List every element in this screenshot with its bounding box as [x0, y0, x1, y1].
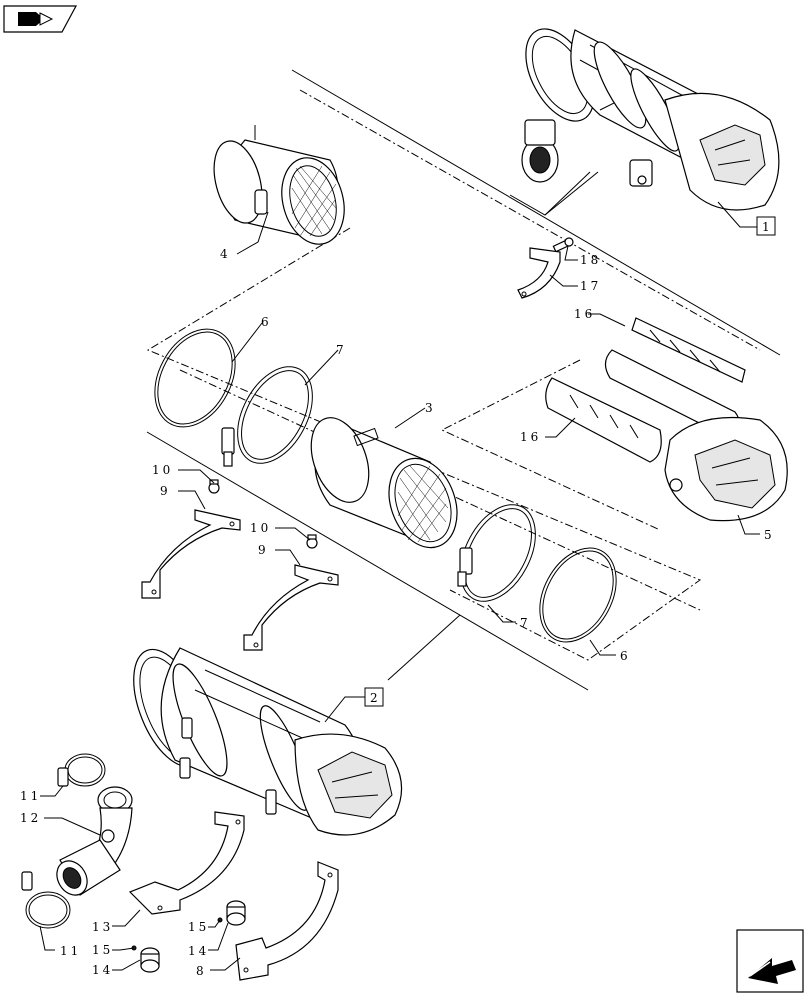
assembly-1: [521, 28, 780, 211]
callout-6-right: 6: [620, 649, 631, 663]
part-6-ring-left: [154, 328, 236, 428]
part-17-bracket: [517, 247, 561, 299]
part-13-strap: [128, 811, 245, 915]
part-10-bolt-upper: [208, 479, 220, 494]
part-6-ring-right: [539, 547, 617, 643]
part-9-bracket-upper: [141, 509, 241, 599]
callout-9-lower: 9: [258, 543, 269, 557]
part-3-filter: [310, 417, 458, 549]
part-5-outlet-cone: [664, 416, 788, 522]
part-14-mount-lower: [140, 947, 160, 973]
part-14-mount-upper: [226, 900, 246, 926]
part-9-bracket-lower: [243, 564, 339, 651]
arrow-back-icon[interactable]: [736, 929, 804, 993]
callout-9-upper: 9: [160, 484, 171, 498]
section-lines: [146, 69, 781, 691]
callout-1: 1: [756, 216, 776, 236]
callout-15-lower: 15: [92, 943, 113, 957]
callout-14-lower: 14: [92, 963, 113, 977]
callout-10-upper: 10: [152, 463, 173, 477]
assembly-2: [133, 647, 403, 836]
assembly-boundaries: [146, 89, 761, 661]
callout-12: 12: [20, 811, 41, 825]
callout-3: 3: [425, 401, 436, 415]
callout-11-lower: 11: [60, 944, 81, 958]
callout-leaders: [39, 171, 760, 971]
part-4-filter-canister: [213, 125, 345, 245]
callout-6-left: 6: [261, 315, 272, 329]
part-16-lower-shield: [545, 377, 662, 463]
callout-18: 18: [580, 253, 601, 267]
callout-8: 8: [196, 964, 207, 978]
callout-5: 5: [764, 528, 775, 542]
part-16-upper-shield: [631, 317, 746, 383]
part-18-bolt: [552, 237, 574, 253]
part-11-clamp-upper: [57, 753, 106, 787]
svg-text:2: 2: [370, 691, 381, 705]
part-8-strap: [235, 861, 339, 981]
callout-14-upper: 14: [188, 944, 209, 958]
callout-11-upper: 11: [20, 789, 41, 803]
callout-16-lower: 16: [520, 430, 541, 444]
callout-labels: 1 2 3 4 5 6 6 7 7 8 9 9 10 10 11 11 12 1…: [20, 216, 776, 978]
part-7-clamp-left: [221, 366, 313, 467]
callout-7-left: 7: [336, 343, 347, 357]
callout-2: 2: [364, 687, 384, 707]
callout-15-upper: 15: [188, 920, 209, 934]
callout-7-right: 7: [520, 616, 531, 630]
book-arrow-icon[interactable]: [3, 5, 78, 33]
callout-4: 4: [220, 247, 231, 261]
callout-17: 17: [580, 279, 601, 293]
part-10-bolt-lower: [306, 534, 318, 549]
callout-13: 13: [92, 920, 113, 934]
part-7-clamp-right: [457, 504, 536, 602]
callout-16-upper: 16: [574, 307, 595, 321]
callout-10-lower: 10: [250, 521, 271, 535]
part-11-clamp-lower: [21, 871, 71, 929]
exhaust-inlet-pipe: [56, 839, 121, 896]
svg-text:1: 1: [762, 220, 773, 234]
